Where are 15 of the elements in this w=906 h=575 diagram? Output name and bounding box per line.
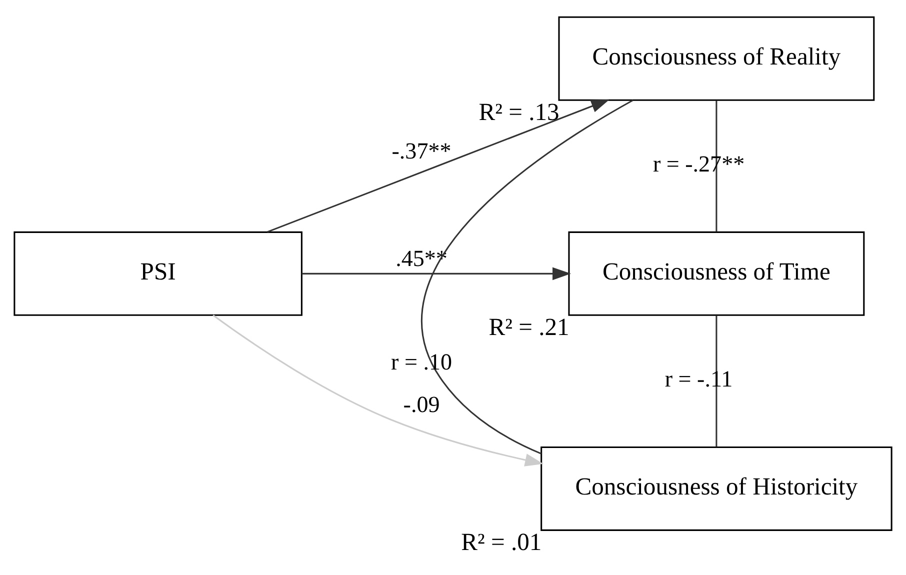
connector [716, 100, 718, 232]
arrow [212, 314, 544, 466]
edge-label: -.37** [392, 137, 452, 164]
node-label: R² = .21 [488, 314, 570, 341]
node-box: PSI [14, 231, 302, 316]
connector [421, 100, 634, 454]
node-box: Consciousness of Historicity [540, 446, 892, 531]
edge-label: -.09 [403, 390, 440, 417]
node-label: R² = .01 [461, 528, 542, 556]
node-box: Consciousness of Reality [558, 16, 875, 101]
connector [716, 316, 718, 447]
arrow [267, 99, 610, 233]
node-label: R² = .13 [478, 98, 560, 126]
node-box: Consciousness of Time [568, 231, 865, 316]
arrow [302, 267, 571, 280]
